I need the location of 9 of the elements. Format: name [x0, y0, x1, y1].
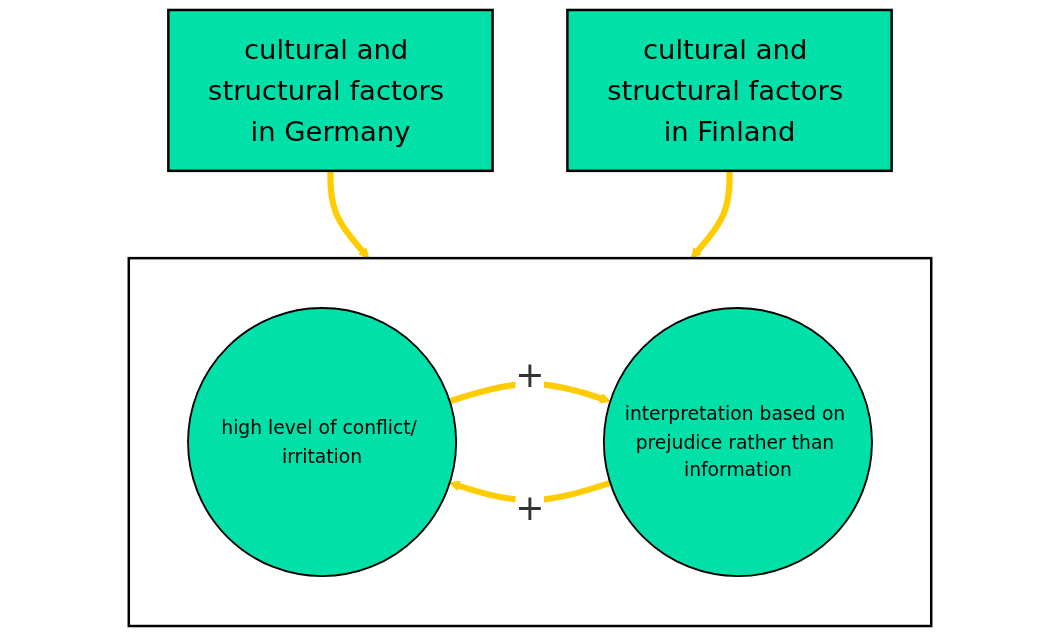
node-circle: high level of conflict/ irritation	[187, 307, 458, 578]
arrow	[690, 170, 733, 259]
cluster	[127, 256, 933, 628]
node-box: cultural and structural factors in Finland	[566, 8, 893, 173]
edge-label: +	[515, 354, 545, 396]
node-box: cultural and structural factors in Germany	[167, 8, 494, 173]
arrow	[327, 170, 370, 259]
node-circle: interpretation based on prejudice rather than information	[602, 307, 873, 578]
edge-label: +	[515, 487, 545, 529]
